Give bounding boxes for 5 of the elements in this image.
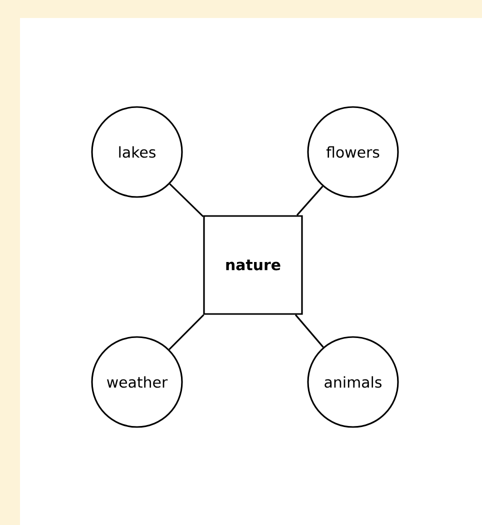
connector-line	[168, 314, 204, 350]
connector-line	[296, 186, 324, 216]
center-box: nature	[203, 215, 303, 315]
connector-line	[169, 183, 204, 218]
connector-line	[294, 314, 324, 348]
